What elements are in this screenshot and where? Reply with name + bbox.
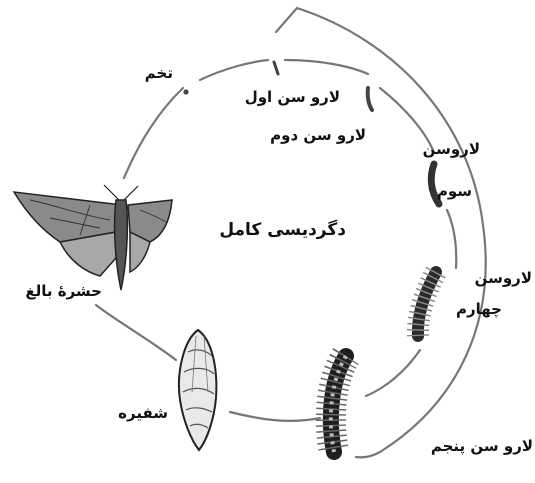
stage-label-larva1: لارو سن اول — [245, 90, 340, 105]
cycle-arc-larva1-larva2 — [285, 60, 368, 74]
diagram-title: دگردیسی کامل — [219, 222, 346, 239]
stage-label-adult: حشرهٔ بالغ — [25, 284, 102, 299]
larva2-icon — [368, 88, 372, 110]
cycle-arc-egg-larva1 — [200, 60, 268, 80]
cycle-arc-larva5-pupa — [230, 412, 320, 421]
larva5-icon — [331, 356, 346, 452]
stage-label-larva5: لارو سن پنجم — [431, 439, 533, 454]
larva1-icon — [274, 62, 278, 74]
egg-icon — [183, 89, 188, 94]
cycle-arc-larva3-larva4 — [447, 210, 456, 268]
stage-label-larva3-line1: لاروسن — [423, 142, 480, 157]
stage-label-egg: تخم — [145, 66, 173, 81]
pupa-icon — [179, 330, 216, 450]
cycle-arc-pupa-adult — [96, 305, 176, 360]
stage-label-larva4-line1: لاروسن — [475, 271, 532, 286]
stage-label-larva2: لارو سن دوم — [270, 128, 366, 143]
larva4-icon — [418, 272, 436, 336]
cycle-arc-larva4-larva5 — [366, 350, 420, 396]
stage-label-larva3-line2: سوم — [437, 184, 472, 199]
stage-label-pupa: شفیره — [118, 406, 168, 421]
adult-moth-icon — [14, 185, 172, 290]
cycle-arc-egg-adult — [124, 88, 183, 178]
stage-label-larva4-line2: چهارم — [456, 302, 502, 317]
